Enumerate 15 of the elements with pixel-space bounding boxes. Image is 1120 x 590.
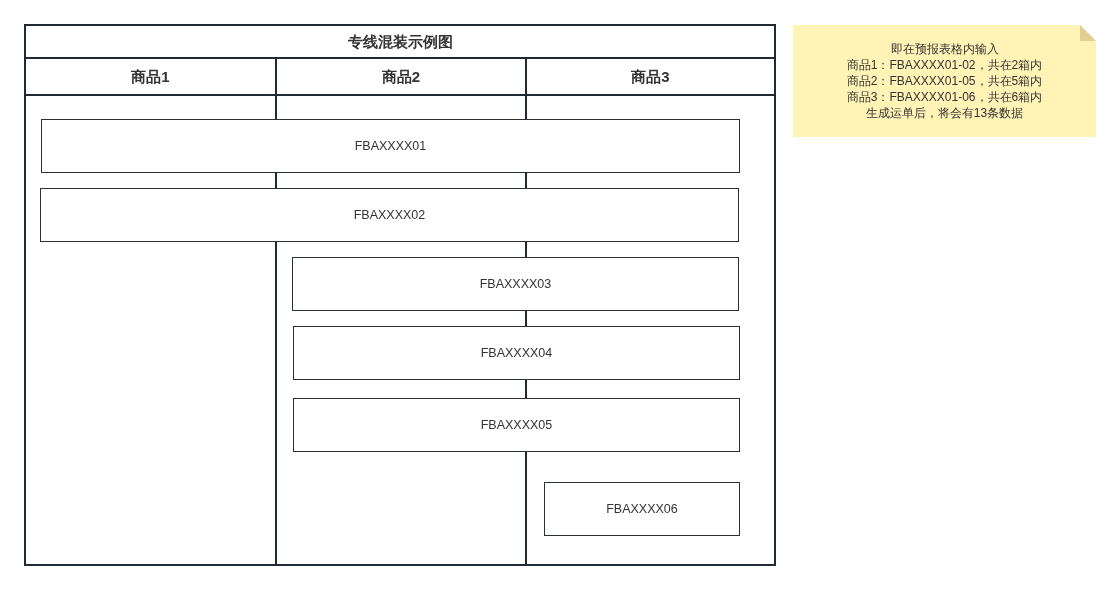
sticky-note (793, 25, 1096, 137)
note-text: 商品2：FBAXXXX01-05，共在5箱内 (846, 73, 1043, 89)
shipment-box: FBAXXXX03 (292, 257, 739, 311)
table-frame (24, 24, 776, 566)
note-text: 商品1：FBAXXXX01-02，共在2箱内 (846, 57, 1043, 73)
shipment-box: FBAXXXX01 (41, 119, 740, 173)
column-header: 商品3 (527, 59, 774, 96)
note-text: 即在预报表格内输入 (890, 41, 999, 57)
shipment-box: FBAXXXX04 (293, 326, 740, 380)
shipment-box: FBAXXXX05 (293, 398, 740, 452)
shipment-box: FBAXXXX02 (40, 188, 739, 242)
shipment-box: FBAXXXX06 (544, 482, 740, 536)
note-text: 生成运单后，将会有13条数据 (865, 105, 1024, 121)
table-title: 专线混装示例图 (26, 26, 774, 59)
note-text: 商品3：FBAXXXX01-06，共在6箱内 (846, 89, 1043, 105)
